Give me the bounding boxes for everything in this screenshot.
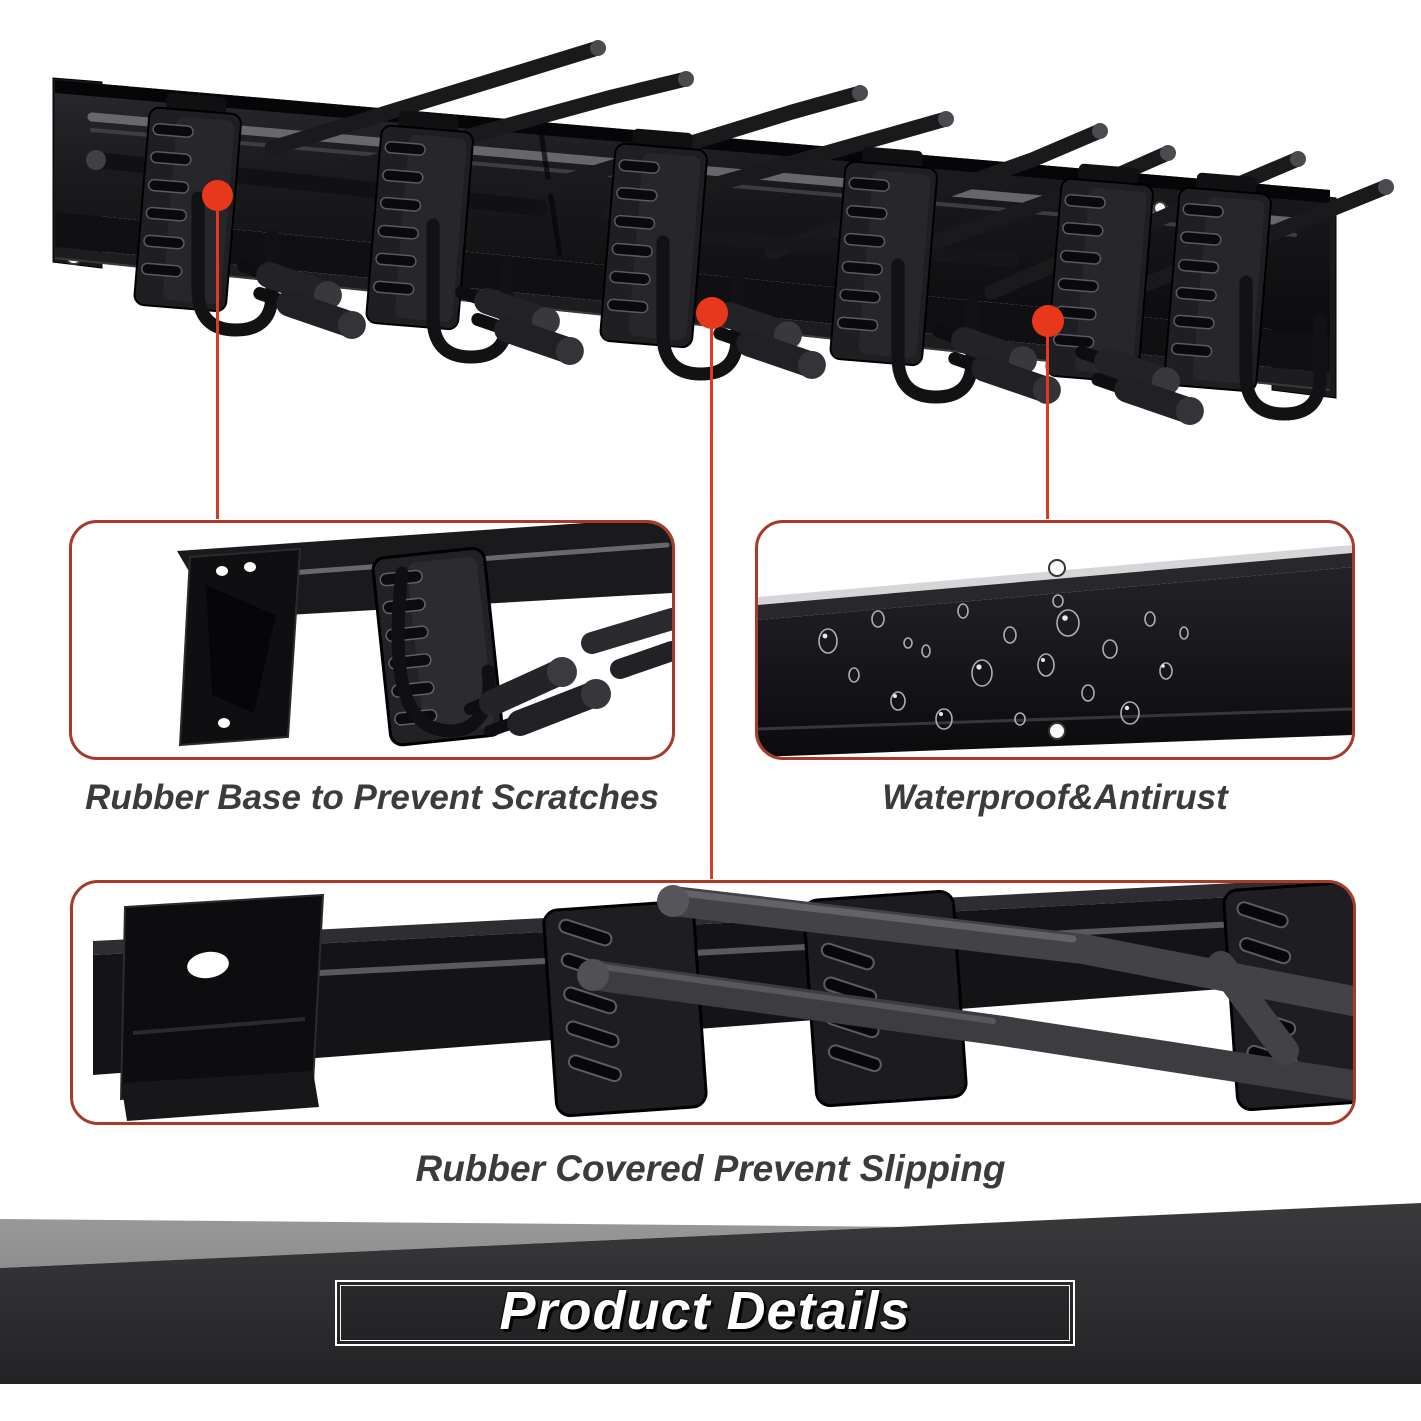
screw-hole-icon — [218, 718, 230, 728]
red-dot-marker-3 — [1032, 305, 1064, 337]
product-details-banner — [0, 1190, 1421, 1421]
red-dot-marker-2 — [696, 297, 728, 329]
screw-hole-icon — [1048, 722, 1066, 740]
closeup-side-rod — [581, 608, 672, 679]
tool-rack-illustration — [52, 40, 1394, 470]
product-details-title: Product Details — [499, 1281, 911, 1341]
rubber-covered-closeup-illustration — [93, 883, 1353, 1121]
waterproof-closeup-illustration — [758, 545, 1352, 757]
waterproof-panel — [755, 520, 1355, 760]
upper-prong-hooks — [264, 40, 1394, 322]
rubber-base-closeup-illustration — [177, 523, 672, 747]
screw-hole-icon — [1048, 559, 1066, 577]
callout-line-3 — [1046, 332, 1049, 519]
droplet-highlights — [822, 615, 1165, 716]
caption-rubber-covered: Rubber Covered Prevent Slipping — [415, 1148, 1006, 1189]
red-dot-marker-1 — [202, 180, 233, 211]
closeup-mounting-plate — [119, 893, 325, 1121]
callout-line-2 — [710, 324, 713, 879]
screw-hole-icon — [216, 566, 228, 576]
rubber-base-panel — [69, 520, 675, 760]
caption-waterproof: Waterproof&Antirust — [882, 778, 1228, 817]
caption-rubber-base: Rubber Base to Prevent Scratches — [85, 778, 659, 817]
product-details-box-inner: Product Details — [340, 1281, 1070, 1341]
keyhole-icon — [187, 951, 229, 979]
product-details-box: Product Details — [335, 1280, 1075, 1346]
screw-hole-icon — [244, 562, 256, 572]
callout-line-1 — [216, 206, 219, 519]
closeup-u-hook — [391, 566, 611, 738]
rail-band — [758, 567, 1352, 757]
rubber-covered-rods — [577, 885, 1353, 1100]
prong-tip-caps — [590, 40, 1394, 195]
closeup-mounting-plate — [178, 547, 302, 747]
rubber-covered-panel — [70, 880, 1356, 1125]
water-droplets — [818, 594, 1189, 730]
